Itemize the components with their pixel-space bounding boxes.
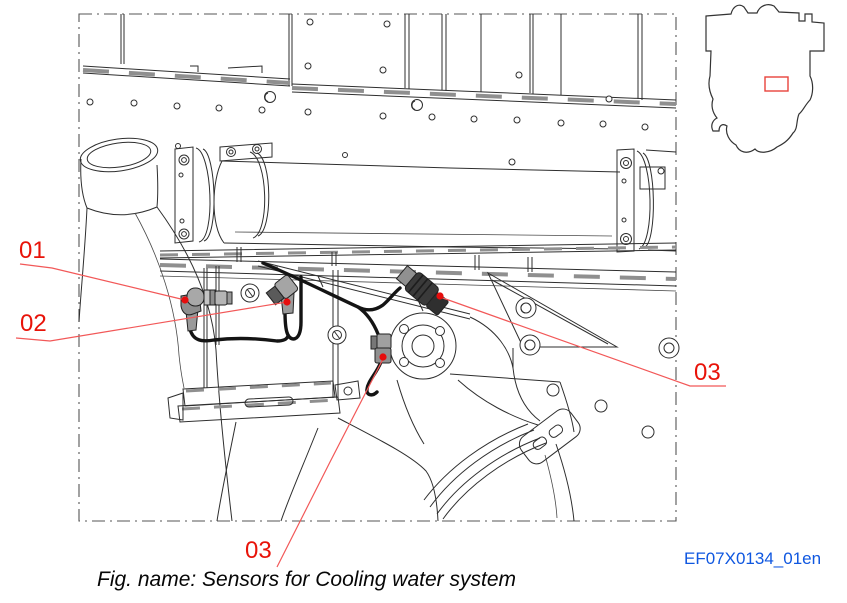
sensor-cables (188, 261, 402, 397)
panel-plug-details (264, 91, 423, 111)
engine-top-panel (82, 14, 677, 166)
pipe-clamp-bracket-right (616, 148, 666, 253)
callout-01: 01 (19, 237, 46, 264)
block-bolt-details (240, 283, 680, 439)
main-cooling-pipe (174, 142, 677, 253)
pipe-flange-disc (389, 312, 457, 380)
engine-outline-icon (705, 4, 825, 153)
leader-03-right (439, 296, 726, 387)
marker-sensor-02 (283, 298, 291, 306)
callout-03-right: 03 (694, 359, 721, 386)
left-pipe-assembly (78, 137, 361, 522)
panel-bolt-holes (86, 18, 649, 166)
figure-caption: Fig. name: Sensors for Cooling water sys… (97, 568, 516, 591)
pipe-clamp-top-plate (219, 142, 273, 162)
leader-01 (19, 263, 186, 301)
marker-sensor-01 (181, 296, 189, 304)
pipe-flange-tab (518, 408, 581, 465)
engine-block-centre (203, 260, 680, 439)
view-location-box (764, 76, 789, 92)
marker-sensor-03-bottom (379, 353, 387, 361)
callout-markers (181, 292, 444, 361)
callout-leaders (15, 263, 726, 568)
callout-03-bottom: 03 (245, 537, 272, 564)
sensor-01 (180, 287, 233, 332)
engine-location-thumbnail (705, 4, 825, 153)
callout-02: 02 (20, 310, 47, 337)
figure-code: EF07X0134_01en (684, 549, 821, 568)
leader-03-bottom (276, 358, 384, 568)
callout-labels: 01 02 03 03 (19, 237, 721, 564)
pipe-clamp-bracket-left (174, 146, 194, 244)
leader-02 (15, 301, 288, 342)
flange-bracket (167, 380, 361, 423)
bottom-right-pipe (337, 379, 581, 522)
gusset-brace (486, 271, 619, 348)
marker-sensor-03-top (436, 292, 444, 300)
drawing-border (78, 13, 677, 522)
